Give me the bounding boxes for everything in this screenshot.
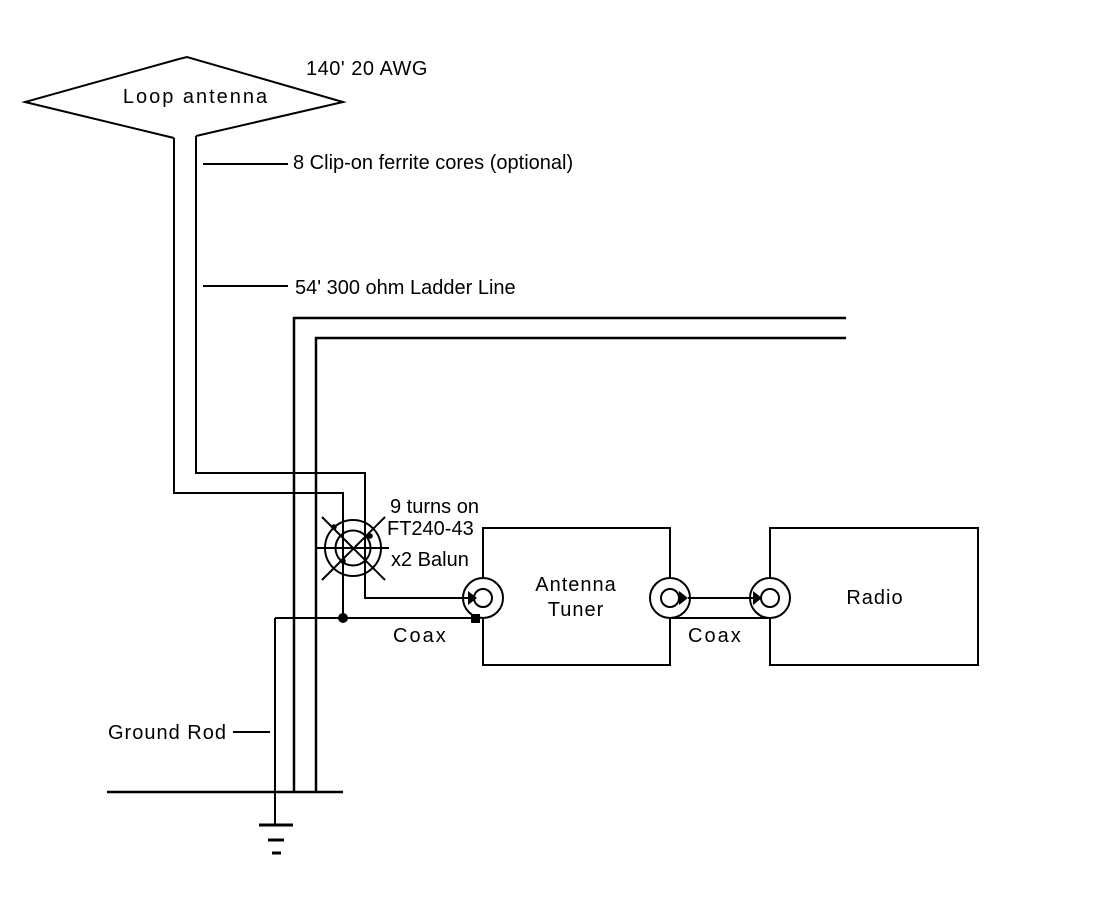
wire-gauge-label: 140' 20 AWG bbox=[306, 58, 428, 80]
antenna-tuner-box: Antenna Tuner bbox=[482, 527, 671, 666]
tuner-label-line2: Tuner bbox=[548, 599, 605, 621]
balun-winding-dot bbox=[367, 533, 373, 539]
tuner-label-line1: Antenna bbox=[535, 574, 617, 596]
feed-wire-left bbox=[173, 138, 344, 614]
coax-run-right: Coax bbox=[670, 597, 770, 647]
loop-antenna: Loop antenna bbox=[21, 55, 347, 139]
ladder-line-label: 54' 300 ohm Ladder Line bbox=[295, 277, 516, 299]
ladder-line-run bbox=[292, 316, 846, 792]
coax-left-label: Coax bbox=[393, 625, 448, 647]
balun-winding-dot bbox=[340, 558, 346, 564]
radio-box: Radio bbox=[769, 527, 979, 666]
coax-run-left: Coax bbox=[275, 614, 480, 647]
ladder-wire-outer bbox=[292, 316, 846, 792]
loop-antenna-outline bbox=[21, 55, 347, 139]
shield-attach-square bbox=[471, 614, 480, 623]
ferrite-label: 8 Clip-on ferrite cores (optional) bbox=[293, 152, 573, 174]
loop-antenna-label: Loop antenna bbox=[123, 86, 269, 108]
connector-outer-circle-icon bbox=[462, 577, 504, 619]
connector-pin-arrow-icon bbox=[679, 591, 688, 605]
balun-winding-dot bbox=[331, 524, 337, 530]
ladder-line-callout: 54' 300 ohm Ladder Line bbox=[203, 277, 516, 299]
feed-wire-right bbox=[195, 136, 468, 599]
connector-outer-circle-icon bbox=[749, 577, 791, 619]
balun-label-line1: 9 turns on bbox=[390, 496, 479, 518]
coax-connector-radio-input bbox=[749, 577, 791, 619]
ferrite-callout: 8 Clip-on ferrite cores (optional) bbox=[203, 152, 573, 174]
connector-inner-circle-icon bbox=[660, 588, 680, 608]
connector-inner-circle-icon bbox=[760, 588, 780, 608]
feedline bbox=[173, 136, 468, 623]
balun-symbol: 9 turns on FT240-43 x2 Balun bbox=[316, 496, 479, 581]
balun-label-line3: x2 Balun bbox=[391, 549, 469, 571]
connector-pin-arrow-icon bbox=[753, 591, 762, 605]
connector-outer-circle-icon bbox=[649, 577, 691, 619]
connector-pin-arrow-icon bbox=[468, 591, 477, 605]
balun-label-line2: FT240-43 bbox=[387, 518, 474, 540]
ground-rod-label: Ground Rod bbox=[108, 722, 227, 744]
ladder-wire-inner bbox=[314, 336, 846, 792]
coax-connector-tuner-input bbox=[462, 577, 504, 619]
ground-system: Ground Rod bbox=[107, 618, 343, 855]
coax-right-label: Coax bbox=[688, 625, 743, 647]
radio-label: Radio bbox=[846, 587, 903, 609]
coax-connector-tuner-output bbox=[649, 577, 691, 619]
tuner-box-outline bbox=[482, 527, 671, 666]
radio-box-outline bbox=[769, 527, 979, 666]
